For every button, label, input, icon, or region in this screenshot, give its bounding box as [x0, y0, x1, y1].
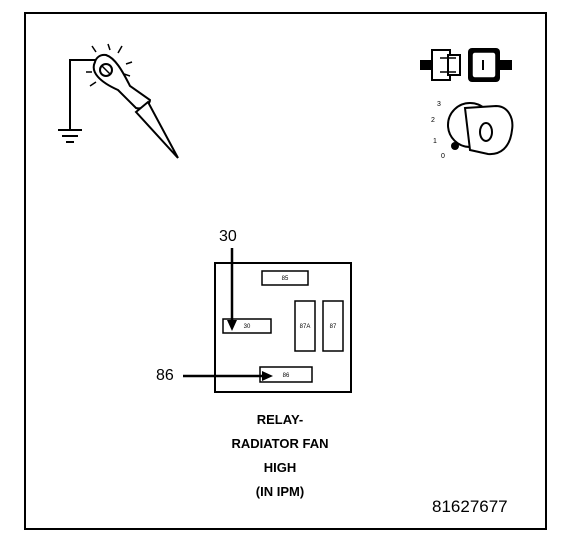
callout-30: 30 [219, 228, 237, 245]
svg-text:85: 85 [282, 276, 289, 282]
ignition-key-icon: 3 2 1 0 [431, 101, 514, 160]
terminal-86: 86 [259, 366, 313, 383]
terminal-85: 85 [261, 270, 309, 286]
test-light-probe-icon [58, 43, 179, 159]
caption-line-2: RADIATOR FAN [231, 436, 329, 451]
ignition-position-2: 2 [431, 117, 435, 124]
caption-line-1: RELAY- [256, 412, 304, 427]
terminal-87a: 87A [294, 300, 316, 352]
svg-text:87: 87 [330, 324, 337, 330]
terminal-87: 87 [322, 300, 344, 352]
figure-number: 81627677 [432, 497, 508, 516]
callout-86: 86 [156, 367, 174, 384]
caption-line-4: (IN IPM) [255, 484, 305, 499]
disconnected-connector-icon [420, 48, 512, 82]
svg-text:30: 30 [244, 324, 251, 330]
arrow-to-terminal-86 [183, 371, 273, 381]
diagram-frame [24, 12, 547, 530]
caption-line-3: HIGH [263, 460, 297, 475]
ignition-position-3: 3 [437, 101, 441, 108]
svg-text:86: 86 [283, 373, 290, 379]
ignition-position-0: 0 [441, 153, 445, 160]
ignition-position-1: 1 [433, 138, 437, 145]
arrow-to-terminal-30 [227, 248, 237, 331]
svg-text:87A: 87A [300, 324, 311, 330]
